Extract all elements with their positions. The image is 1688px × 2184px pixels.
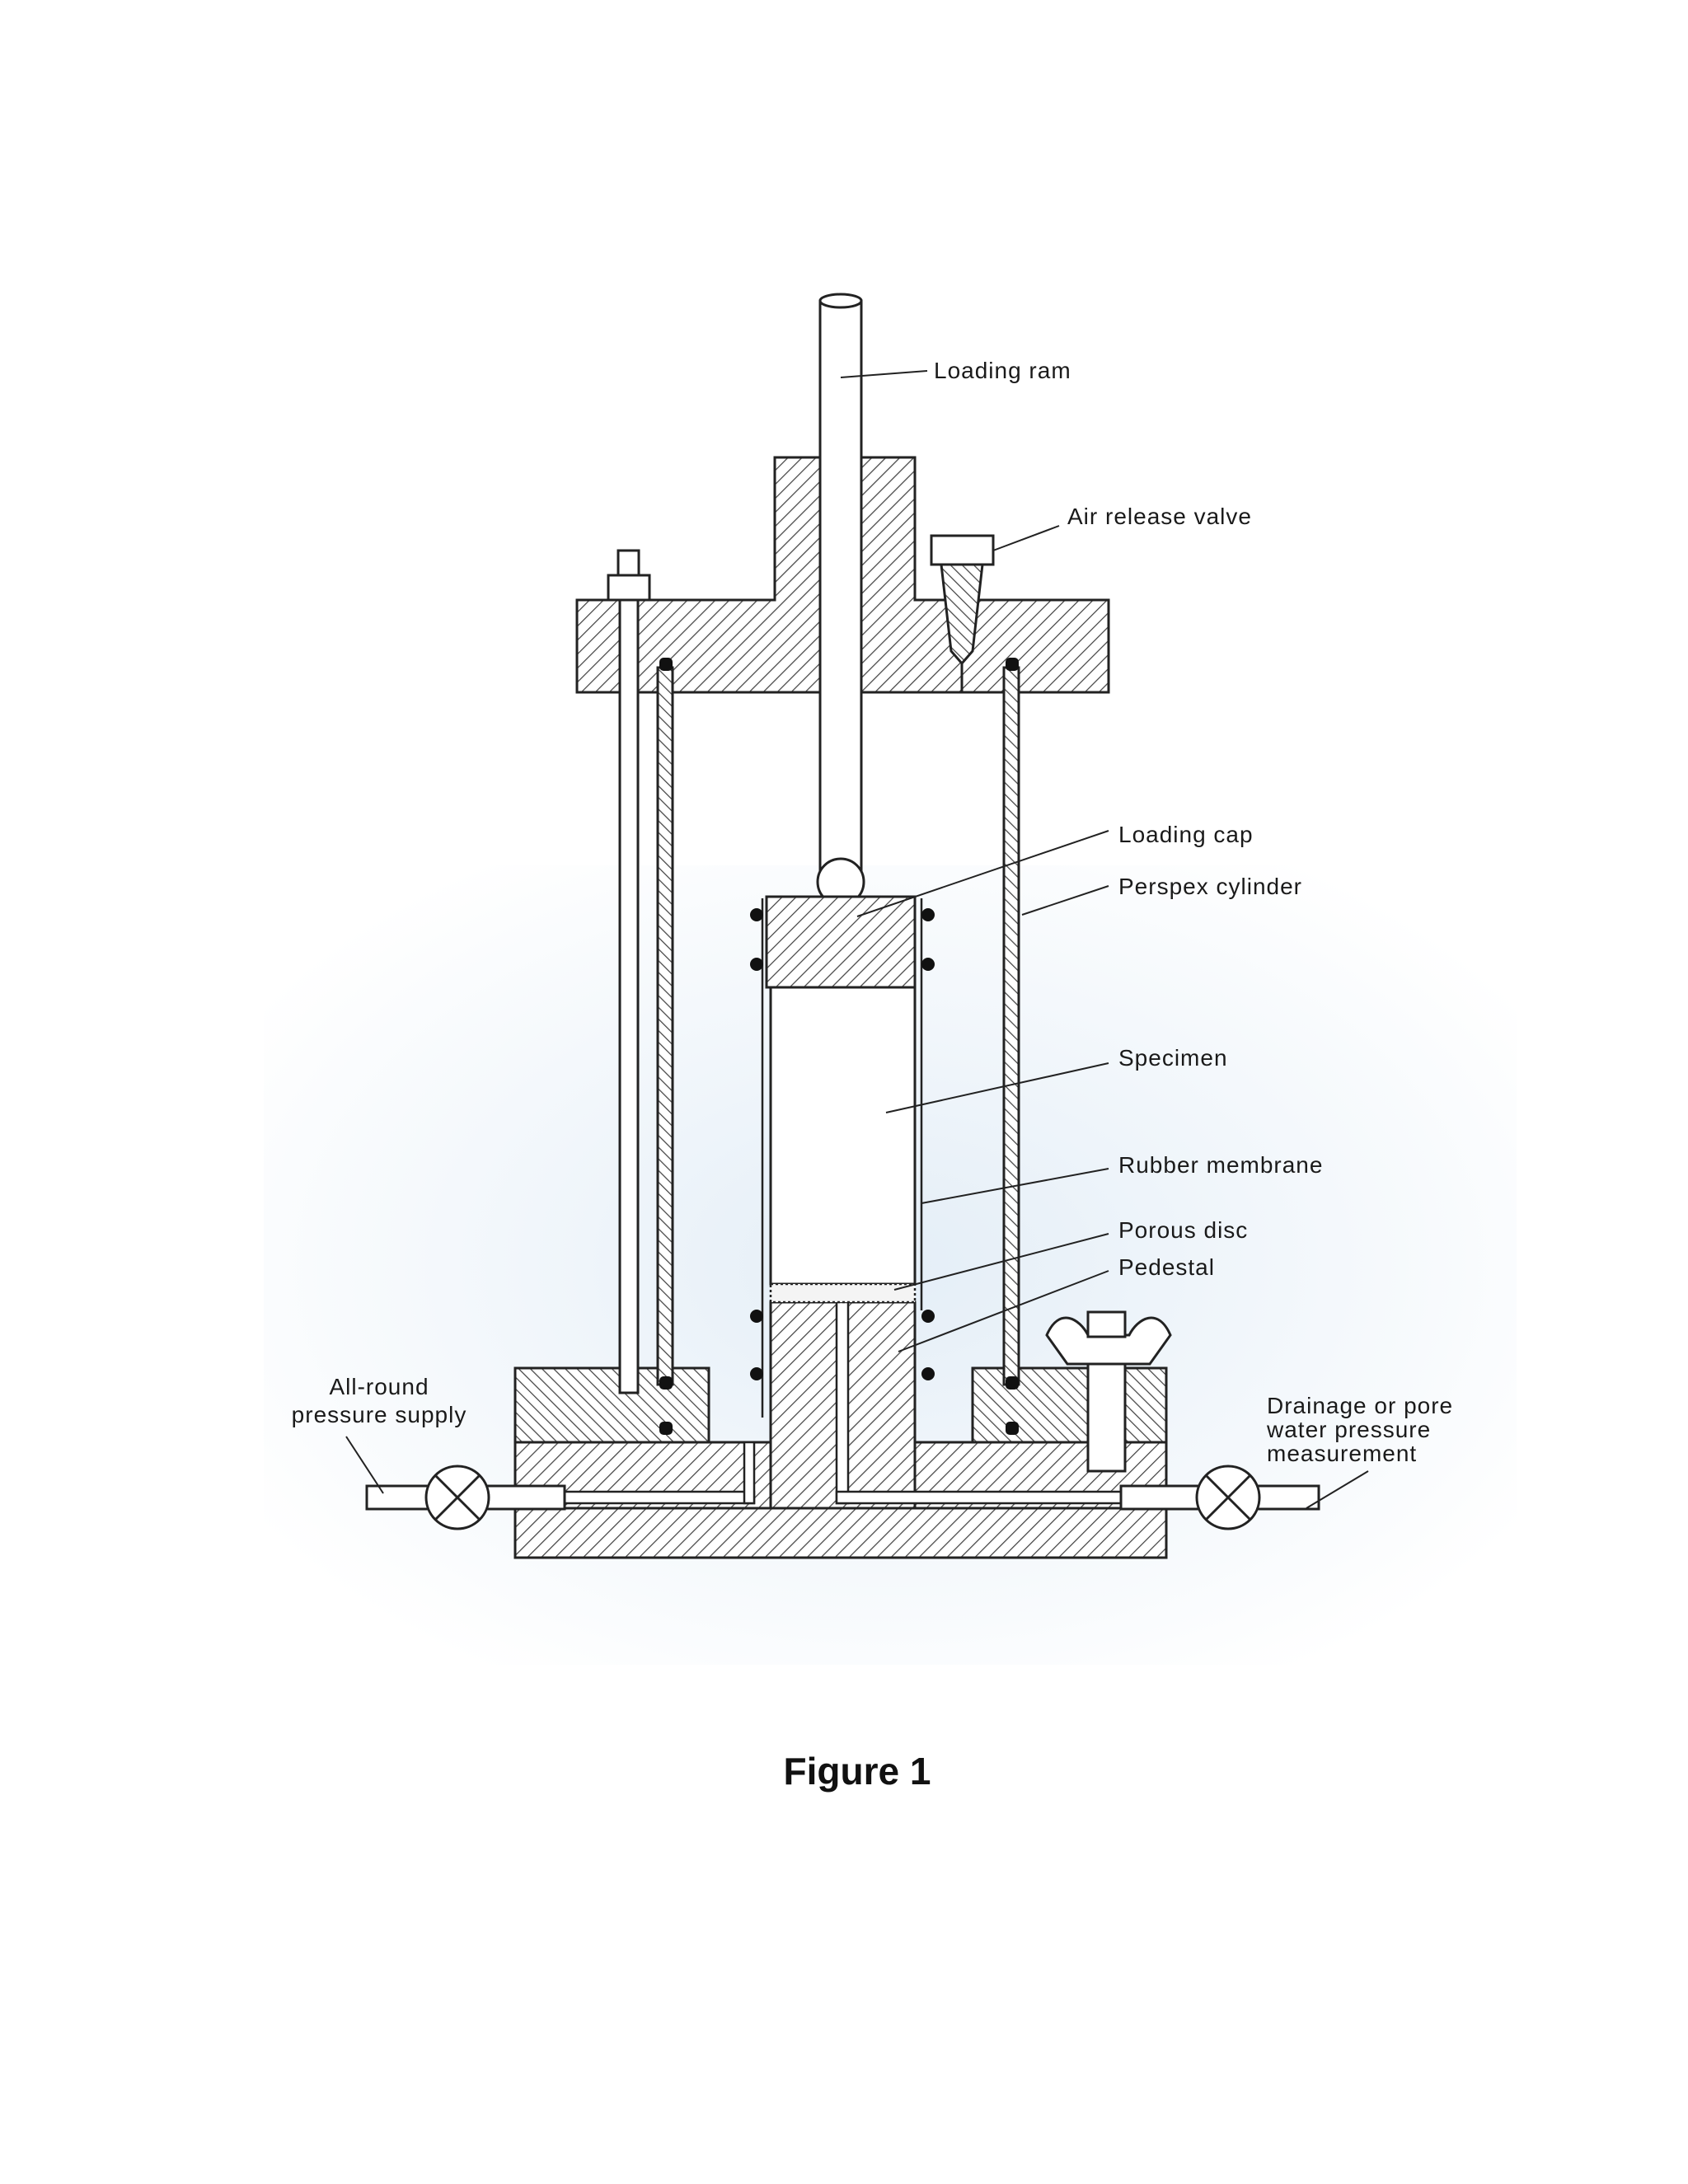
base-lower-plate: [513, 1507, 1168, 1559]
air-release-valve-icon: [930, 534, 995, 692]
label-specimen: Specimen: [1118, 1045, 1228, 1071]
base-channels: [559, 1301, 1135, 1505]
porous-disc: [769, 1282, 917, 1304]
membrane-o-rings: [750, 908, 935, 1380]
wing-nut-icon: [1045, 1310, 1172, 1473]
label-rubber-membrane: Rubber membrane: [1118, 1152, 1323, 1178]
base-left-collar: [513, 1366, 710, 1444]
label-porous-disc: Porous disc: [1118, 1217, 1248, 1243]
label-perspex-cylinder: Perspex cylinder: [1118, 874, 1302, 899]
label-drainage-line3: measurement: [1267, 1441, 1417, 1466]
label-drainage-line2: water pressure: [1266, 1417, 1431, 1442]
label-pedestal: Pedestal: [1118, 1254, 1215, 1280]
figure-caption: Figure 1: [784, 1750, 931, 1793]
loading-cap: [765, 895, 917, 989]
base-right-collar: [971, 1366, 1168, 1444]
cylinder-right-wall: [1002, 666, 1020, 1386]
specimen: [769, 986, 917, 1286]
label-loading-ram: Loading ram: [934, 358, 1071, 383]
label-all-round-line2: pressure supply: [292, 1402, 467, 1427]
label-all-round-line1: All-round: [329, 1374, 429, 1399]
label-air-release-valve: Air release valve: [1067, 504, 1252, 529]
tie-rod: [607, 549, 651, 1394]
label-drainage-line1: Drainage or pore: [1267, 1393, 1453, 1418]
left-pipe: [365, 1465, 566, 1530]
perspex-cylinder: [656, 666, 1020, 1386]
cylinder-left-wall: [656, 666, 674, 1386]
label-loading-cap: Loading cap: [1118, 822, 1254, 847]
o-rings: [659, 658, 1019, 1435]
leader-lines: [345, 370, 1369, 1509]
loading-ram: [816, 293, 865, 907]
right-pipe: [1119, 1465, 1320, 1530]
